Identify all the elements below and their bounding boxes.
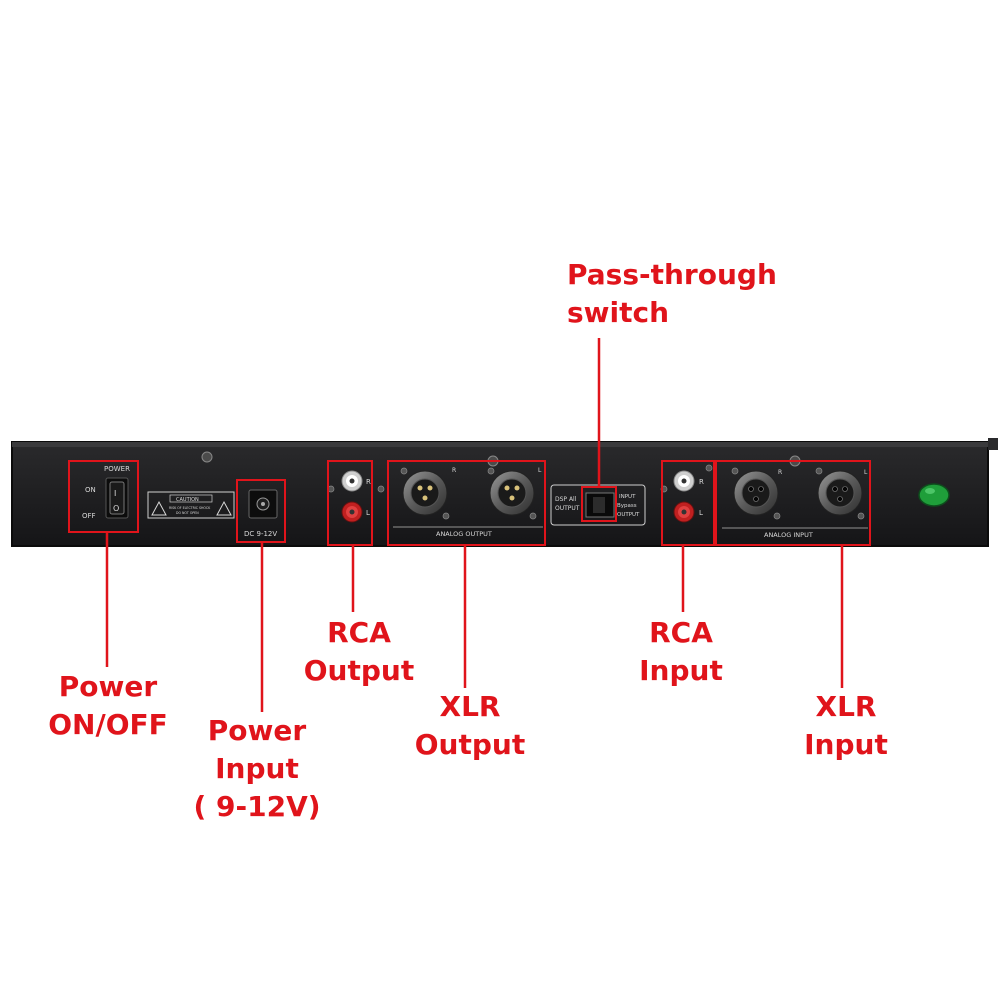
dc-jack: DC 9-12V — [244, 489, 278, 538]
power-switch-off-label: OFF — [82, 512, 96, 520]
xlr-out-r-label: R — [452, 467, 456, 474]
off-symbol: O — [113, 504, 119, 513]
analog-output-label: ANALOG OUTPUT — [436, 530, 492, 538]
analog-input-label: ANALOG INPUT — [764, 531, 813, 539]
xlr-input-line1: XLR — [815, 690, 877, 723]
power-switch-on-label: ON — [85, 486, 96, 494]
bypass-switch: DSP All OUTPUT INPUT Bypass OUTPUT — [550, 484, 646, 526]
rca-out-r-label: R — [366, 478, 371, 486]
rca-in-r-label: R — [699, 478, 704, 486]
status-led — [918, 483, 950, 507]
xlr-out-l-label: L — [538, 467, 542, 474]
rca-output-jacks: R L — [327, 470, 385, 523]
label-pass-through-switch: Pass-through switch — [567, 256, 777, 332]
power-input-line2: Input — [215, 752, 299, 785]
rca-input-line2: Input — [639, 654, 723, 687]
highlight-xlr-output — [387, 460, 546, 546]
power-onoff-line1: Power — [58, 670, 158, 703]
dc-label: DC 9-12V — [244, 530, 277, 538]
highlight-rca-output — [327, 460, 373, 546]
rca-output-line1: RCA — [327, 616, 391, 649]
power-switch-title: POWER — [104, 465, 130, 473]
power-onoff-line2: ON/OFF — [48, 708, 168, 741]
caution-line2: DO NOT OPEN — [176, 511, 199, 515]
rca-out-l-label: L — [366, 509, 370, 517]
rca-output-line2: Output — [303, 654, 415, 687]
xlr-input-jacks: R L ANALOG INPUT — [722, 467, 868, 539]
bypass-right-line1: INPUT — [619, 494, 636, 500]
caution-label: CAUTION RISK OF ELECTRIC SHOCK DO NOT OP… — [147, 491, 235, 519]
power-input-line3: ( 9-12V) — [193, 790, 321, 823]
on-symbol: I — [114, 489, 116, 498]
bypass-left-line2: OUTPUT — [555, 505, 580, 512]
xlr-output-line2: Output — [414, 728, 526, 761]
label-xlr-input: XLR Input — [786, 688, 906, 764]
power-input-line1: Power — [207, 714, 307, 747]
pass-through-line2: switch — [567, 296, 670, 329]
highlight-xlr-input — [715, 460, 871, 546]
label-power-onoff: Power ON/OFF — [28, 668, 188, 744]
rca-input-jacks: R L — [660, 464, 713, 523]
highlight-power-switch — [68, 460, 139, 533]
caution-title: CAUTION — [176, 497, 199, 503]
label-xlr-output: XLR Output — [400, 688, 540, 764]
leader-lines — [105, 338, 844, 712]
label-rca-input: RCA Input — [621, 614, 741, 690]
bypass-right-line2: Bypass — [617, 503, 637, 509]
rca-input-line1: RCA — [649, 616, 713, 649]
highlight-rca-input — [661, 460, 715, 546]
label-rca-output: RCA Output — [289, 614, 429, 690]
rca-in-l-label: L — [699, 509, 703, 517]
xlr-input-line2: Input — [804, 728, 888, 761]
xlr-output-line1: XLR — [439, 690, 501, 723]
xlr-in-r-label: R — [778, 469, 782, 476]
xlr-output-jacks: R L ANALOG OUTPUT — [393, 467, 543, 538]
power-switch: POWER ON OFF I O — [82, 465, 130, 520]
pass-through-line1: Pass-through — [567, 258, 777, 291]
caution-line1: RISK OF ELECTRIC SHOCK — [169, 506, 211, 510]
bypass-left-line1: DSP All — [555, 496, 577, 503]
highlight-boxes — [68, 460, 871, 546]
xlr-in-l-label: L — [864, 469, 868, 476]
label-power-input: Power Input ( 9-12V) — [182, 712, 332, 826]
bypass-right-line3: OUTPUT — [617, 512, 640, 518]
